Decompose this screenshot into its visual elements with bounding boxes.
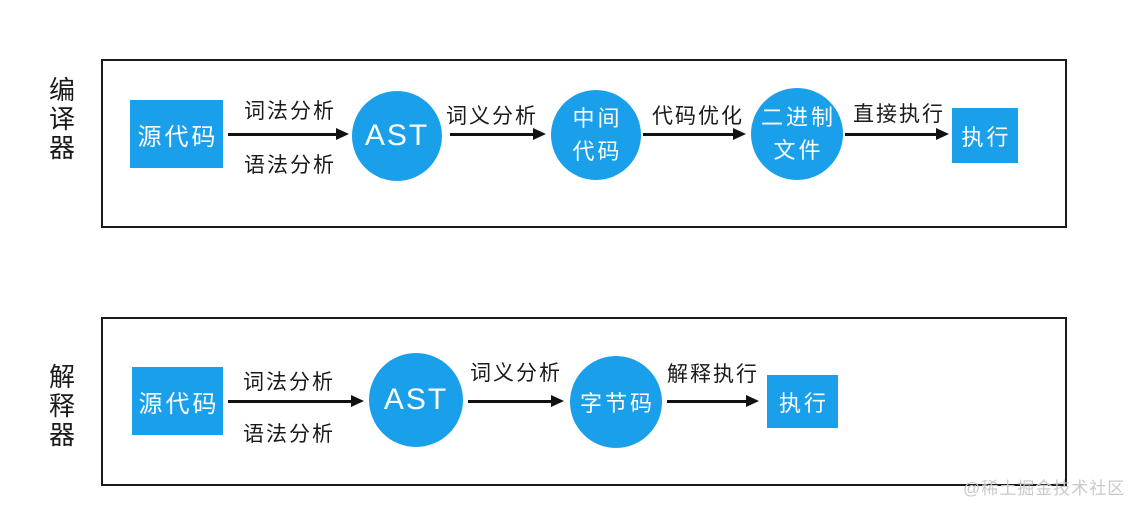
compiler-edge-direct-exec-label: 直接执行 <box>853 103 945 126</box>
compiler-edge-lexical-label: 词法分析 <box>244 100 336 123</box>
compiler-ast-node: AST <box>352 91 442 181</box>
bytecode-node-label: 字节码 <box>579 391 655 416</box>
arrow-head-icon <box>533 128 546 140</box>
arrow-head-icon <box>551 395 564 407</box>
arrow-line <box>845 133 939 136</box>
ast-node-label: AST <box>383 383 449 416</box>
arrow-head-icon <box>336 128 349 140</box>
arrow-head-icon <box>746 395 759 407</box>
interpreter-source-node: 源代码 <box>132 367 223 435</box>
ast-node-label: AST <box>364 119 430 152</box>
interpreter-title: 解释器 <box>48 362 75 451</box>
arrow-head-icon <box>936 128 949 140</box>
interpreter-edge-semantic-label: 词义分析 <box>470 362 562 385</box>
compiler-binary-file-node: 二进制 文件 <box>751 88 843 180</box>
binary-file-label-line2: 文件 <box>773 138 824 163</box>
arrow-line <box>228 400 354 403</box>
compiler-source-node: 源代码 <box>130 100 223 168</box>
intermediate-code-label-line1: 中间 <box>572 106 623 131</box>
compiler-edge-semantic-label: 词义分析 <box>446 105 538 128</box>
arrow-head-icon <box>351 395 364 407</box>
arrow-line <box>450 133 536 136</box>
arrow-head-icon <box>733 128 746 140</box>
interpreter-frame: 源代码 词法分析 语法分析 AST 词义分析 字节码 解释执行 执行 <box>101 317 1067 486</box>
interpreter-edge-lexical-label: 词法分析 <box>243 371 335 394</box>
interpreter-bytecode-node: 字节码 <box>570 356 662 448</box>
interpreter-ast-node: AST <box>369 353 463 447</box>
compiler-intermediate-code-node: 中间 代码 <box>551 90 641 180</box>
intermediate-code-label-line2: 代码 <box>572 139 623 164</box>
binary-file-label-line1: 二进制 <box>760 105 836 130</box>
interpreter-edge-interpret-exec-label: 解释执行 <box>667 363 759 386</box>
watermark: @稀土掘金技术社区 <box>963 479 1126 498</box>
compiler-edge-syntax-label: 语法分析 <box>244 154 336 177</box>
compiler-frame: 源代码 词法分析 语法分析 AST 词义分析 中间 代码 代码优化 二进制 文件 <box>101 59 1067 228</box>
arrow-line <box>667 400 749 403</box>
compiler-execute-node: 执行 <box>952 108 1018 163</box>
interpreter-execute-node: 执行 <box>767 375 838 428</box>
compiler-title: 编译器 <box>48 75 75 164</box>
arrow-line <box>228 133 339 136</box>
arrow-line <box>643 133 736 136</box>
arrow-line <box>468 400 554 403</box>
interpreter-edge-syntax-label: 语法分析 <box>243 423 335 446</box>
compiler-edge-optimize-label: 代码优化 <box>652 105 744 128</box>
